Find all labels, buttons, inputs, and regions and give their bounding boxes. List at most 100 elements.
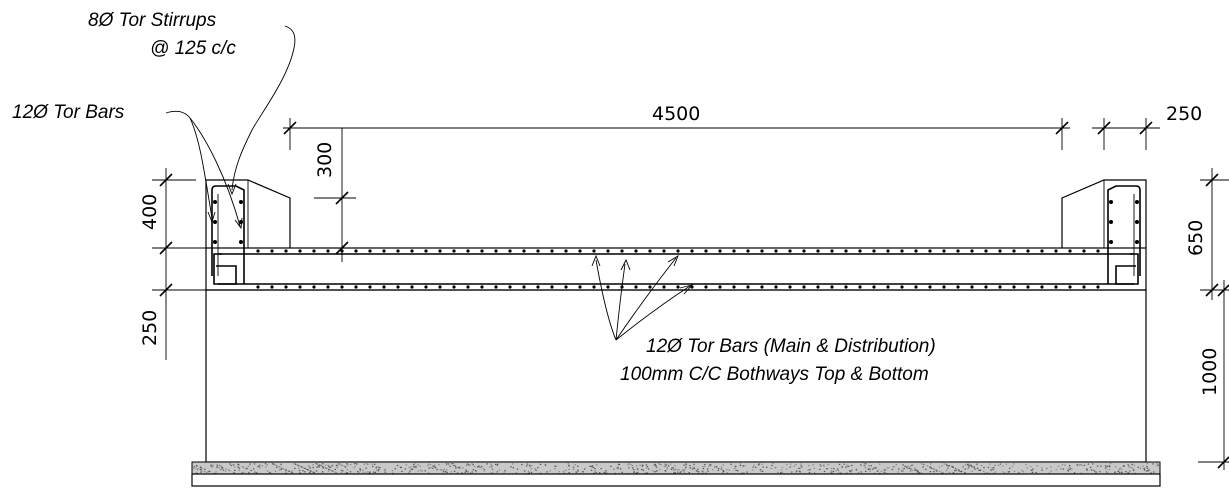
hatch-speck bbox=[340, 469, 343, 471]
hatch-speck bbox=[359, 469, 361, 471]
hatch-speck bbox=[789, 466, 791, 468]
hatch-speck bbox=[300, 466, 302, 468]
distribution-bar-dot bbox=[634, 249, 638, 253]
hatch-speck bbox=[201, 470, 203, 472]
distribution-bar-dot bbox=[704, 285, 708, 289]
gap-dim: 300 bbox=[314, 142, 336, 178]
hatch-speck bbox=[717, 468, 720, 470]
hatch-speck bbox=[492, 472, 494, 474]
hatch-speck bbox=[605, 471, 608, 474]
hatch-speck bbox=[1106, 466, 1108, 468]
hatch-speck bbox=[1008, 471, 1010, 473]
hatch-speck bbox=[440, 469, 443, 471]
hatch-speck bbox=[895, 464, 897, 466]
distribution-bar-dot bbox=[956, 285, 960, 289]
hatch-speck bbox=[741, 472, 743, 474]
distribution-bar-dot bbox=[844, 249, 848, 253]
hatch-speck bbox=[762, 466, 764, 468]
parapet-vertical-bars bbox=[213, 200, 1139, 244]
hatch-speck bbox=[860, 471, 862, 473]
hatch-speck bbox=[350, 464, 352, 466]
hatch-speck bbox=[642, 464, 644, 466]
hatch-speck bbox=[1021, 469, 1023, 472]
hatch-speck bbox=[489, 466, 491, 468]
hatch-speck bbox=[341, 465, 344, 467]
hatch-speck bbox=[621, 471, 623, 473]
hatch-speck bbox=[478, 465, 480, 467]
hatch-speck bbox=[461, 472, 463, 474]
hatch-speck bbox=[266, 464, 268, 466]
hatch-speck bbox=[595, 471, 597, 474]
hatch-speck bbox=[529, 466, 531, 468]
hatch-speck bbox=[1137, 466, 1140, 468]
hatch-speck bbox=[961, 470, 963, 472]
hatch-speck bbox=[365, 467, 367, 469]
hatch-speck bbox=[633, 471, 635, 473]
hatch-speck bbox=[1134, 472, 1136, 474]
hatch-speck bbox=[948, 465, 950, 467]
hatch-speck bbox=[591, 466, 593, 468]
distribution-bar-dot bbox=[872, 285, 876, 289]
hatch-speck bbox=[967, 464, 969, 466]
hatch-speck bbox=[335, 464, 338, 466]
hatch-speck bbox=[697, 468, 699, 470]
hatch-speck bbox=[850, 470, 853, 472]
distribution-bar-dot bbox=[1012, 285, 1016, 289]
distribution-bar-dot bbox=[886, 285, 890, 289]
hatch-speck bbox=[1105, 468, 1107, 470]
hatch-speck bbox=[274, 470, 277, 472]
hatch-speck bbox=[404, 468, 406, 470]
distribution-bar-dot bbox=[298, 249, 302, 253]
hatch-speck bbox=[193, 466, 195, 468]
hatch-speck bbox=[813, 472, 816, 474]
slab-thickness-dim: 250 bbox=[139, 310, 161, 346]
main-leader-3 bbox=[615, 257, 677, 341]
hatch-speck bbox=[683, 464, 685, 466]
hatch-speck bbox=[868, 467, 870, 469]
hatch-speck bbox=[439, 469, 441, 471]
hatch-speck bbox=[353, 467, 355, 469]
distribution-bar-dot bbox=[634, 285, 638, 289]
distribution-bar-dot bbox=[1082, 249, 1086, 253]
distribution-bar-dot bbox=[466, 249, 470, 253]
hatch-speck bbox=[1002, 465, 1004, 467]
hatch-speck bbox=[554, 465, 556, 467]
hatch-speck bbox=[592, 466, 595, 468]
hatch-speck bbox=[674, 468, 677, 470]
hatch-speck bbox=[347, 464, 349, 466]
hatch-speck bbox=[988, 472, 991, 474]
annotations: 8Ø Tor Stirrups @ 125 c/c 12Ø Tor Bars 1… bbox=[12, 10, 936, 385]
hatch-speck bbox=[1148, 469, 1151, 471]
distribution-bar-dot bbox=[1054, 285, 1058, 289]
distribution-bar-dot bbox=[788, 285, 792, 289]
hatch-speck bbox=[908, 467, 910, 469]
distribution-bar-dot bbox=[494, 285, 498, 289]
distribution-bar-dot bbox=[270, 249, 274, 253]
hatch-speck bbox=[1025, 463, 1027, 466]
hatch-speck bbox=[396, 464, 399, 467]
distribution-bar-dot bbox=[368, 285, 372, 289]
distribution-bar-dot bbox=[382, 249, 386, 253]
hatch-speck bbox=[466, 463, 469, 465]
distribution-bar-dot bbox=[424, 285, 428, 289]
distribution-bar-dot bbox=[354, 249, 358, 253]
hatch-speck bbox=[384, 469, 386, 471]
hatch-speck bbox=[923, 463, 925, 465]
hatch-speck bbox=[1121, 471, 1123, 473]
hatch-speck bbox=[730, 463, 732, 465]
hatch-speck bbox=[994, 464, 996, 466]
hatch-speck bbox=[851, 469, 853, 471]
hatch-speck bbox=[958, 469, 960, 471]
hatch-speck bbox=[503, 471, 505, 473]
distribution-bar-dot bbox=[1054, 249, 1058, 253]
hatch-speck bbox=[1146, 470, 1148, 472]
distribution-bar-dot bbox=[522, 285, 526, 289]
hatch-speck bbox=[291, 470, 293, 472]
hatch-speck bbox=[751, 469, 754, 471]
distribution-bar-dot bbox=[858, 249, 862, 253]
hatch-speck bbox=[938, 466, 941, 468]
hatch-speck bbox=[582, 471, 584, 473]
hatch-speck bbox=[994, 471, 997, 473]
hatch-speck bbox=[336, 467, 338, 469]
hatch-speck bbox=[375, 467, 377, 469]
